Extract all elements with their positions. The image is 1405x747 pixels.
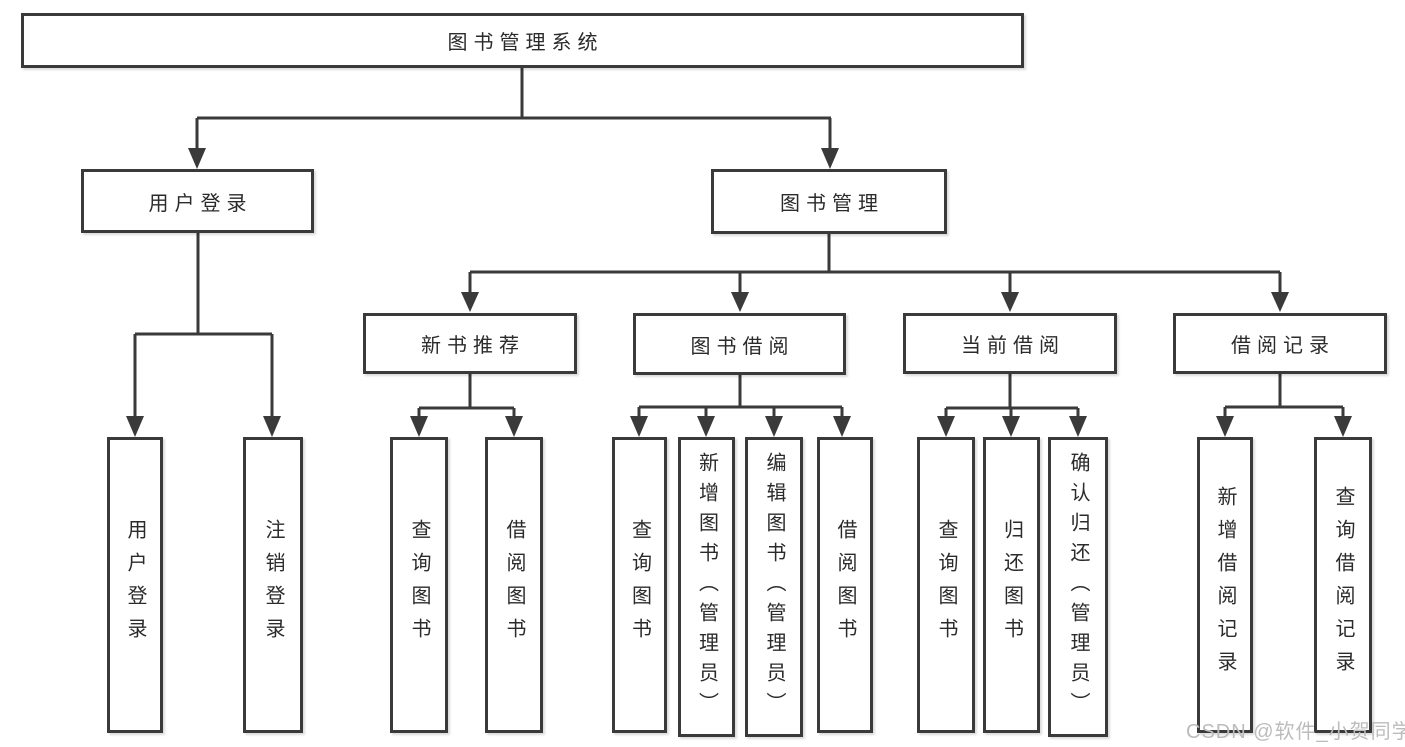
node-label: 查询图书	[408, 519, 430, 651]
node-user-login: 用户登录	[81, 169, 314, 233]
node-label: 借阅记录	[1231, 335, 1335, 357]
arrowhead	[410, 416, 428, 437]
node-label: 当前借阅	[961, 335, 1065, 357]
csdn-watermark: CSDN @软件_小贺同学	[1186, 721, 1405, 743]
arrowhead	[1271, 292, 1289, 312]
node-root-library-system: 图书管理系统	[21, 13, 1024, 68]
arrowhead	[765, 416, 783, 437]
arrowhead	[833, 416, 851, 437]
node-label: 查询图书	[935, 519, 957, 651]
leaf-query-books-borrowing: 查询图书	[612, 437, 667, 733]
node-label: 用户登录	[124, 519, 146, 651]
arrowhead	[1001, 292, 1019, 312]
node-label: 新增借阅记录	[1214, 486, 1236, 684]
node-label: 查询借阅记录	[1332, 486, 1354, 684]
connector-new-book-rec-children	[410, 374, 523, 437]
node-label: 注销登录	[262, 519, 284, 651]
node-label: 新增图书（管理员）	[695, 452, 718, 722]
leaf-query-borrow-record: 查询借阅记录	[1314, 437, 1372, 733]
arrowhead	[188, 148, 206, 169]
leaf-query-books-recommend: 查询图书	[390, 437, 448, 733]
node-label: 新书推荐	[421, 335, 525, 357]
arrowhead	[461, 292, 479, 312]
arrowhead	[1334, 416, 1352, 437]
node-current-borrowing: 当前借阅	[903, 313, 1117, 374]
node-borrowing-records: 借阅记录	[1173, 313, 1387, 374]
leaf-confirm-return-admin: 确认归还（管理员）	[1048, 437, 1108, 737]
arrowhead	[505, 416, 523, 437]
leaf-borrow-books-borrowing: 借阅图书	[817, 437, 873, 733]
arrowhead	[937, 416, 955, 437]
leaf-borrow-books-recommend: 借阅图书	[485, 437, 543, 733]
node-new-book-recommend: 新书推荐	[363, 313, 577, 374]
connector-current-borrow-children	[937, 374, 1087, 437]
node-label: 图书管理系统	[447, 32, 604, 54]
leaf-add-borrow-record: 新增借阅记录	[1197, 437, 1253, 733]
arrowhead	[697, 416, 715, 437]
arrowhead	[630, 416, 648, 437]
node-label: 借阅图书	[834, 519, 856, 651]
node-label: 编辑图书（管理员）	[763, 452, 785, 722]
node-label: 确认归还（管理员）	[1067, 452, 1089, 722]
leaf-query-books-current: 查询图书	[917, 437, 975, 733]
arrowhead	[1216, 416, 1234, 437]
node-label: 用户登录	[148, 192, 253, 215]
leaf-add-book-admin: 新增图书（管理员）	[678, 437, 735, 737]
arrowhead	[263, 416, 281, 437]
node-label: 查询图书	[628, 519, 651, 651]
connector-borrow-records-children	[1216, 374, 1352, 437]
arrowhead	[1069, 416, 1087, 437]
node-book-borrowing: 图书借阅	[633, 313, 846, 375]
arrowhead	[731, 292, 749, 312]
node-label: 借阅图书	[503, 519, 525, 651]
node-book-management: 图书管理	[711, 169, 947, 234]
node-label: 归还图书	[1000, 519, 1023, 651]
leaf-return-book: 归还图书	[983, 437, 1040, 733]
node-label: 图书管理	[780, 193, 884, 215]
leaf-user-login: 用户登录	[107, 437, 163, 733]
arrowhead	[1002, 416, 1020, 437]
leaf-logout: 注销登录	[243, 437, 303, 733]
leaf-edit-book-admin: 编辑图书（管理员）	[745, 437, 803, 737]
arrowhead	[126, 416, 144, 437]
connector-book-borrow-children	[630, 375, 851, 437]
connector-book-mgmt-to-level3	[461, 234, 1289, 312]
arrowhead	[821, 148, 839, 169]
node-label: 图书借阅	[690, 335, 795, 358]
connector-user-login-children	[126, 233, 281, 437]
connector-root-to-level2	[188, 68, 839, 169]
